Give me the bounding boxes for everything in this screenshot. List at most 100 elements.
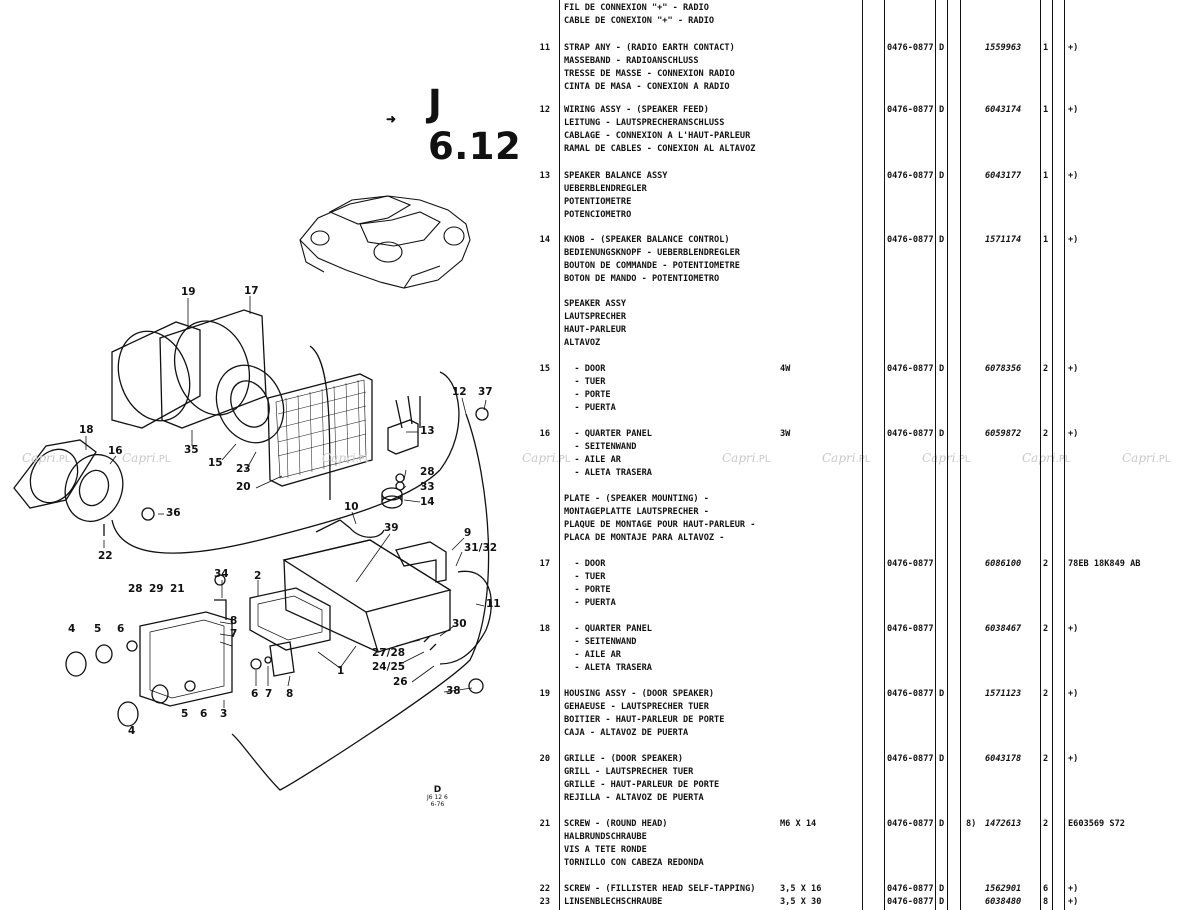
- description-line: BOTON DE MANDO - POTENTIOMETRO: [564, 273, 720, 284]
- column-rule: [1064, 0, 1065, 910]
- callout-33: 33: [420, 481, 435, 493]
- callout-16: 16: [108, 445, 123, 457]
- item-code: D: [939, 819, 945, 829]
- description-line: - PORTE: [564, 584, 611, 595]
- watermark: Capri.PL: [22, 451, 71, 465]
- description-line: CINTA DE MASA - CONEXION A RADIO: [564, 81, 730, 92]
- callout-34: 34: [214, 568, 229, 580]
- callout-29: 29: [149, 583, 164, 595]
- description-line: MASSEBAND - RADIOANSCHLUSS: [564, 55, 699, 66]
- item-date-range: 0476-0877: [887, 897, 934, 907]
- part-number: 6043177: [985, 171, 1022, 181]
- watermark: Capri.PL: [722, 451, 771, 465]
- watermark: Capri.PL: [322, 451, 371, 465]
- item-quantity: 6: [1043, 884, 1049, 894]
- item-description: GRILLE - (DOOR SPEAKER)GRILL - LAUTSPREC…: [564, 753, 804, 805]
- item-quantity: 1: [1043, 105, 1049, 115]
- item-number: 11: [539, 43, 550, 53]
- callout-28a: 28: [420, 466, 435, 478]
- item-spec: 3W: [780, 429, 791, 439]
- item-spec: 3,5 X 16: [780, 884, 822, 894]
- description-line: - PUERTA: [564, 597, 616, 608]
- item-code: D: [939, 171, 945, 181]
- item-date-range: 0476-0877: [887, 43, 934, 53]
- callout-2: 2: [254, 570, 262, 582]
- description-line: - PORTE: [564, 389, 611, 400]
- item-quantity: 2: [1043, 689, 1049, 699]
- description-line: VIS A TETE RONDE: [564, 844, 647, 855]
- column-rule: [559, 0, 560, 910]
- item-date-range: 0476-0877: [887, 105, 934, 115]
- part-number: 1571174: [985, 235, 1022, 245]
- item-remark: +): [1068, 43, 1079, 53]
- item-description: HOUSING ASSY - (DOOR SPEAKER)GEHAEUSE - …: [564, 688, 804, 740]
- item-quantity: 2: [1043, 624, 1049, 634]
- description-line: GRILLE - HAUT-PARLEUR DE PORTE: [564, 779, 720, 790]
- item-number: 13: [539, 171, 550, 181]
- callout-21: 21: [170, 583, 185, 595]
- drawing-ref-date: 6-76: [430, 801, 445, 808]
- item-remark: +): [1068, 235, 1079, 245]
- item-number: 20: [539, 754, 550, 764]
- item-remark: +): [1068, 105, 1079, 115]
- callout-19: 19: [181, 286, 196, 298]
- callout-8b: 8: [286, 688, 294, 700]
- description-line: FIL DE CONNEXION "+" - RADIO: [564, 3, 709, 13]
- item-number: 23: [539, 897, 550, 907]
- callout-38: 38: [446, 685, 461, 697]
- part-number: 6038467: [985, 624, 1022, 634]
- callout-15: 15: [208, 457, 223, 469]
- item-remark: +): [1068, 624, 1079, 634]
- callout-26: 26: [393, 676, 408, 688]
- description-line: SCREW - (FILLISTER HEAD SELF-TAPPING): [564, 884, 756, 894]
- callout-27-28: 27/28: [372, 647, 406, 659]
- callout-35: 35: [184, 444, 199, 456]
- description-line: UEBERBLENDREGLER: [564, 183, 647, 194]
- callout-36: 36: [166, 507, 181, 519]
- description-line: POTENTIOMETRE: [564, 196, 632, 207]
- callout-9: 9: [464, 527, 472, 539]
- description-line: - SEITENWAND: [564, 636, 637, 647]
- item-spec: 4W: [780, 364, 791, 374]
- column-rule: [947, 0, 948, 910]
- description-line: LINSENBLECHSCHRAUBE: [564, 897, 663, 907]
- item-description: STRAP ANY - (RADIO EARTH CONTACT)MASSEBA…: [564, 42, 804, 94]
- description-line: ALTAVOZ: [564, 337, 601, 348]
- diagram-drawing: [13, 195, 492, 791]
- callout-31-32: 31/32: [464, 542, 498, 554]
- callout-7b: 7: [265, 688, 273, 700]
- description-line: HALBRUNDSCHRAUBE: [564, 831, 647, 842]
- description-line: SPEAKER ASSY: [564, 299, 627, 309]
- item-code: D: [939, 235, 945, 245]
- watermark: Capri.PL: [1022, 451, 1071, 465]
- description-line: - DOOR: [564, 559, 606, 569]
- car-sketch: [299, 195, 471, 289]
- part-number: 6059872: [985, 429, 1022, 439]
- title-arrow-icon: ➜: [386, 112, 397, 126]
- callout-7a: 7: [230, 628, 238, 640]
- item-remark: +): [1068, 884, 1079, 894]
- description-line: - DOOR: [564, 364, 606, 374]
- part-number: 1559963: [985, 43, 1022, 53]
- description-line: HOUSING ASSY - (DOOR SPEAKER): [564, 689, 715, 699]
- drawing-reference: D J6 12 6 6-76: [427, 786, 448, 809]
- item-date-range: 0476-0877: [887, 429, 934, 439]
- item-number: 14: [539, 235, 550, 245]
- item-remark: +): [1068, 171, 1079, 181]
- item-quantity: 2: [1043, 429, 1049, 439]
- item-date-range: 0476-0877: [887, 884, 934, 894]
- description-line: - AILE AR: [564, 649, 621, 660]
- callout-6a: 6: [117, 623, 125, 635]
- callout-37: 37: [478, 386, 493, 398]
- callout-6c: 6: [251, 688, 259, 700]
- item-remark: E603569 S72: [1068, 819, 1125, 829]
- callout-22: 22: [98, 550, 113, 562]
- item-date-range: 0476-0877: [887, 754, 934, 764]
- description-line: - SEITENWAND: [564, 441, 637, 452]
- item-date-range: 0476-0877: [887, 364, 934, 374]
- item-number: 17: [539, 559, 550, 569]
- item-code: D: [939, 364, 945, 374]
- description-line: - TUER: [564, 376, 606, 387]
